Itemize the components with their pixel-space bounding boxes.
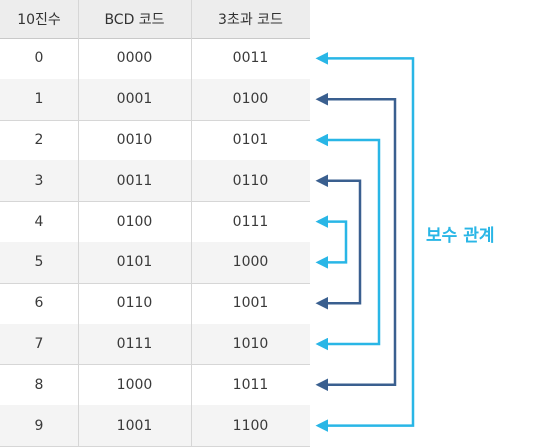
column-divider — [191, 0, 192, 447]
decimal-cell: 0 — [34, 50, 44, 67]
excess3-cell: 0100 — [232, 91, 269, 108]
complement-bracket — [326, 138, 381, 346]
bcd-cell: 0101 — [116, 254, 153, 271]
table-row: 4 0100 0111 — [0, 201, 310, 242]
excess3-cell: 1011 — [232, 376, 269, 393]
excess3-cell: 0111 — [232, 213, 269, 230]
bcd-cell: 0011 — [116, 172, 153, 189]
decimal-cell: 8 — [34, 376, 44, 393]
decimal-cell: 2 — [34, 131, 44, 148]
bcd-cell: 0001 — [116, 91, 153, 108]
table-row: 8 1000 1011 — [0, 364, 310, 405]
decimal-cell: 6 — [34, 295, 44, 312]
row-divider — [0, 201, 310, 203]
bcd-cell: 0110 — [116, 295, 153, 312]
decimal-cell: 4 — [34, 213, 44, 230]
column-divider — [78, 0, 79, 447]
decimal-cell: 7 — [34, 335, 44, 352]
excess3-cell: 0011 — [232, 50, 269, 67]
table-header: 10진수 BCD 코드 3초과 코드 — [0, 0, 310, 39]
excess3-cell: 1010 — [232, 335, 269, 352]
row-divider — [0, 119, 310, 121]
table-row: 1 0001 0100 — [0, 78, 310, 120]
excess3-cell: 1000 — [232, 254, 269, 271]
table-row: 3 0011 0110 — [0, 160, 310, 202]
bcd-cell: 0111 — [116, 335, 153, 352]
bcd-cell: 0100 — [116, 213, 153, 230]
complement-bracket — [326, 179, 362, 305]
table-row: 5 0101 1000 — [0, 242, 310, 283]
bcd-cell: 0000 — [116, 50, 153, 67]
excess3-cell: 0110 — [232, 172, 269, 189]
bcd-cell: 0010 — [116, 131, 153, 148]
bcd-cell: 1001 — [116, 417, 153, 434]
header-decimal: 10진수 — [17, 12, 61, 28]
excess3-cell: 1100 — [232, 417, 269, 434]
decimal-cell: 1 — [34, 91, 44, 108]
decimal-cell: 9 — [34, 417, 44, 434]
table-row: 9 1001 1100 — [0, 405, 310, 446]
complement-bracket — [326, 97, 397, 387]
decimal-cell: 5 — [34, 254, 44, 271]
row-divider — [0, 282, 310, 284]
table-row: 6 0110 1001 — [0, 283, 310, 324]
table-row: 2 0010 0101 — [0, 120, 310, 161]
complement-bracket — [326, 57, 415, 427]
table-row: 7 0111 1010 — [0, 323, 310, 365]
bcd-cell: 1000 — [116, 376, 153, 393]
header-bcd: BCD 코드 — [104, 12, 165, 28]
complement-bracket — [326, 220, 348, 264]
row-divider — [0, 364, 310, 366]
header-excess3: 3초과 코드 — [218, 12, 283, 28]
complement-label: 보수 관계 — [426, 226, 495, 246]
excess3-cell: 0101 — [232, 131, 269, 148]
decimal-cell: 3 — [34, 172, 44, 189]
excess3-cell: 1001 — [232, 295, 269, 312]
